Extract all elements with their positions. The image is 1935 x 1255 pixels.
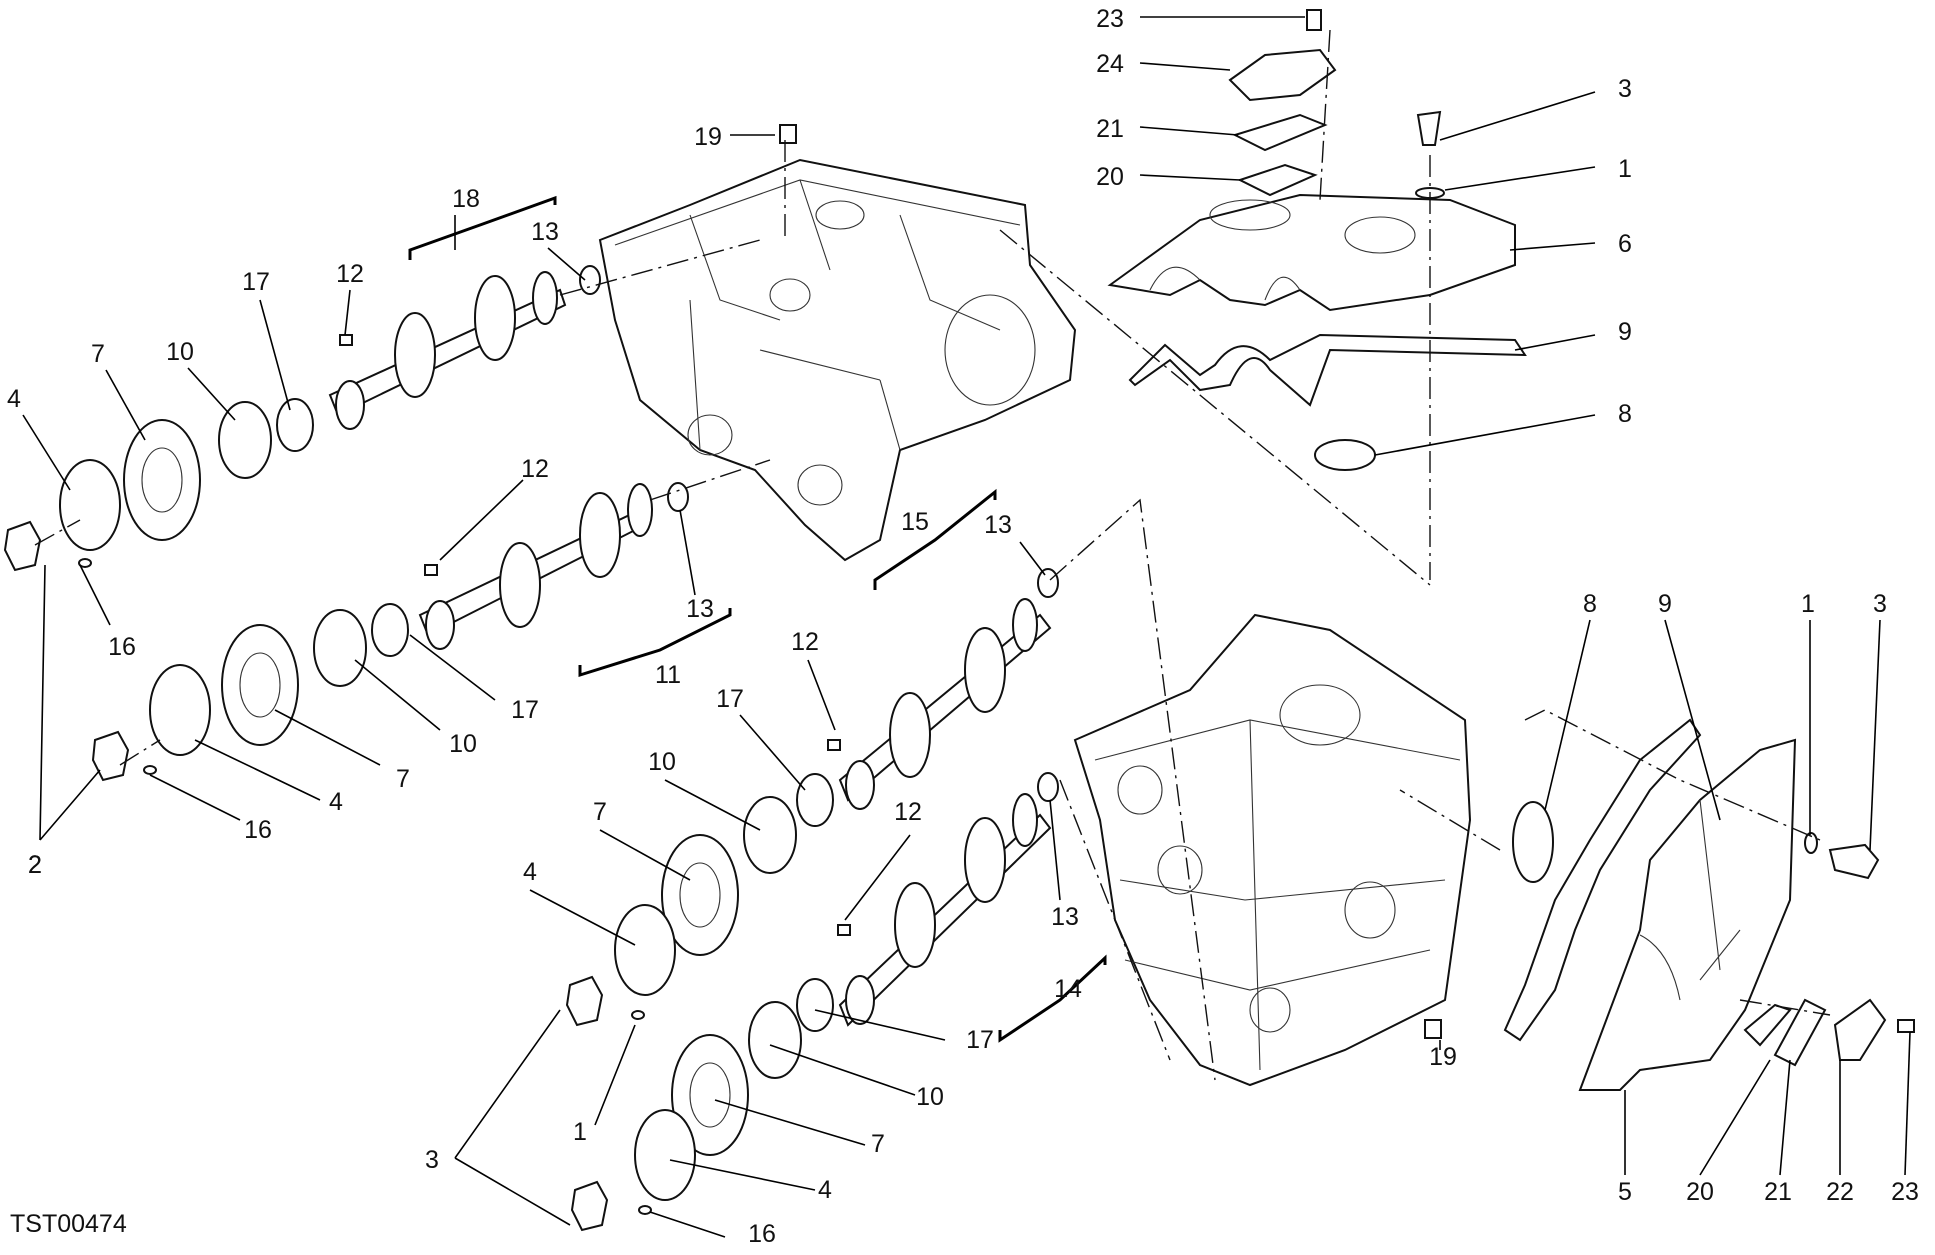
callout-label: 13 <box>1051 903 1079 931</box>
callout-label: 23 <box>1096 5 1124 33</box>
callout-label: 16 <box>748 1220 776 1248</box>
callout-label: 4 <box>523 858 537 886</box>
callout-label: 17 <box>716 685 744 713</box>
callout-label: 3 <box>425 1146 439 1174</box>
camshaft-14 <box>838 793 1052 1027</box>
pulley-group-lower-b <box>570 978 834 1232</box>
callout-label: 13 <box>686 595 714 623</box>
callout-label: 7 <box>91 340 105 368</box>
callout-label: 10 <box>916 1083 944 1111</box>
callout-label: 5 <box>1618 1178 1632 1206</box>
callout-label: 7 <box>396 765 410 793</box>
callout-label: 13 <box>531 218 559 246</box>
camshaft-18 <box>328 271 567 430</box>
callout-label: 1 <box>1618 155 1632 183</box>
camshaft-15 <box>838 598 1052 810</box>
callout-label: 10 <box>166 338 194 366</box>
leader-lines <box>22 16 1911 1238</box>
callout-label: 21 <box>1096 115 1124 143</box>
callout-label: 2 <box>28 851 42 879</box>
callout-label: 12 <box>521 455 549 483</box>
callout-label: 2 <box>28 851 42 879</box>
callout-label: 15 <box>901 508 929 536</box>
callout-label: 4 <box>7 385 21 413</box>
camshaft-11 <box>418 483 653 650</box>
callout-label: 17 <box>966 1026 994 1054</box>
callout-label: 7 <box>871 1130 885 1158</box>
callout-label: 20 <box>1686 1178 1714 1206</box>
callout-label: 8 <box>1583 590 1597 618</box>
callout-label: 17 <box>242 268 270 296</box>
callout-label: 1 <box>573 1118 587 1146</box>
callout-label: 8 <box>1618 400 1632 428</box>
callout-label: 21 <box>1764 1178 1792 1206</box>
callout-label: 10 <box>449 730 477 758</box>
callout-label: 1 <box>1801 590 1815 618</box>
callout-brackets <box>408 195 1107 1043</box>
callout-label: 4 <box>329 788 343 816</box>
cylinder-head-upper <box>598 158 1077 562</box>
pulley-group-middle <box>91 603 409 782</box>
callout-label: 24 <box>1096 50 1124 78</box>
callout-label: 16 <box>108 633 136 661</box>
pulley-group-lower-a <box>565 773 834 1027</box>
callout-label: 6 <box>1618 230 1632 258</box>
callout-label: 10 <box>648 748 676 776</box>
callout-label: 12 <box>791 628 819 656</box>
reference-code: TST00474 <box>10 1210 127 1238</box>
callout-label: 16 <box>244 816 272 844</box>
valve-cover-upper <box>1107 193 1527 407</box>
valve-cover-lower <box>1503 718 1797 1091</box>
callout-label: 20 <box>1096 163 1124 191</box>
callout-label: 4 <box>818 1176 832 1204</box>
callout-label: 17 <box>511 696 539 724</box>
callout-label: 22 <box>1826 1178 1854 1206</box>
assembly-lines <box>34 29 1831 1081</box>
callout-label: 19 <box>694 123 722 151</box>
callout-label: 3 <box>1618 75 1632 103</box>
callout-label: 11 <box>655 661 681 689</box>
callout-label: 12 <box>336 260 364 288</box>
callout-labels: 23 24 21 20 19 18 13 12 17 10 7 4 16 2 3… <box>7 5 1919 1248</box>
callout-label: 3 <box>1873 590 1887 618</box>
pulley-group-upper <box>3 398 314 572</box>
callout-label: 23 <box>1891 1178 1919 1206</box>
callout-label: 19 <box>1429 1043 1457 1071</box>
callout-label: 18 <box>452 185 480 213</box>
small-parts <box>339 9 1915 1067</box>
cylinder-head-lower <box>1073 613 1472 1087</box>
callout-label: 7 <box>593 798 607 826</box>
callout-label: 9 <box>1658 590 1672 618</box>
callout-label: 12 <box>894 798 922 826</box>
callout-label: 14 <box>1054 975 1082 1003</box>
callout-label: 13 <box>984 511 1012 539</box>
callout-label: 9 <box>1618 318 1632 346</box>
